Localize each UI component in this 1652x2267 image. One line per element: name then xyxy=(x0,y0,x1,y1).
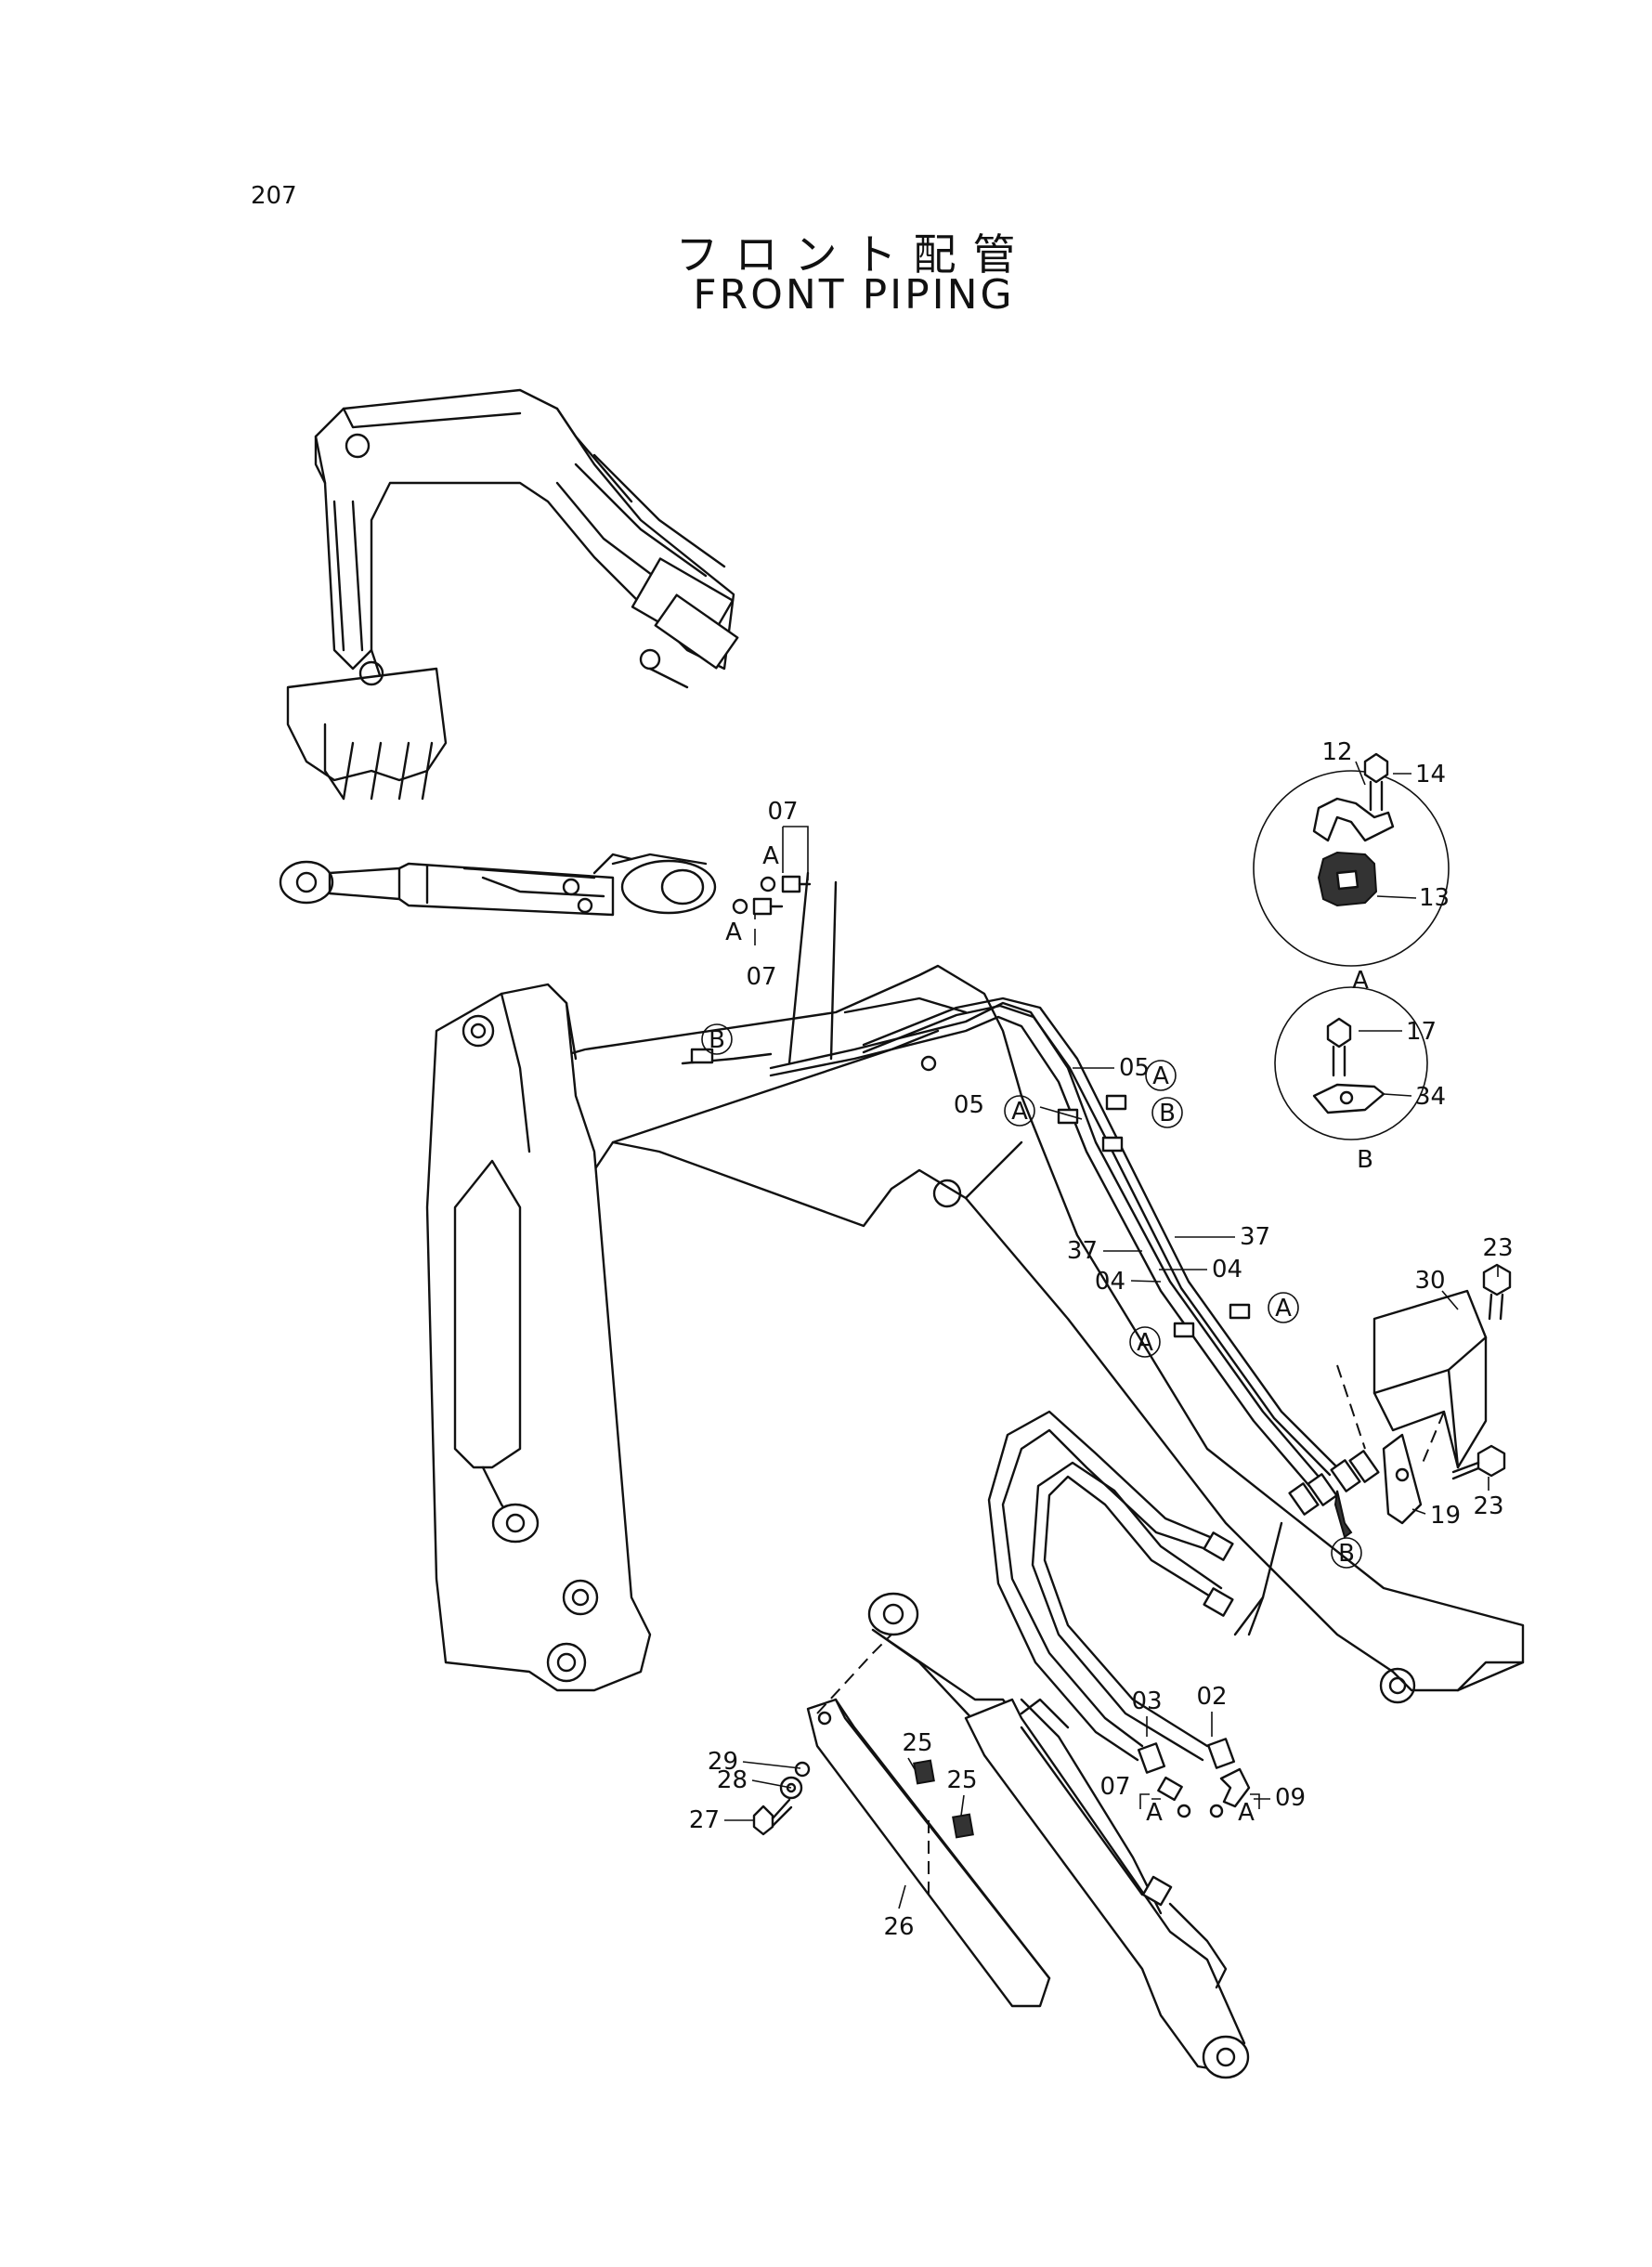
callout-03: 03 xyxy=(1131,1687,1162,1715)
callout-25: 25 xyxy=(902,1729,932,1757)
callout-29: 29 xyxy=(708,1748,738,1776)
bolt-23-upper xyxy=(1482,1263,1512,1321)
callout-17: 17 xyxy=(1406,1018,1437,1046)
part-callouts: 07 07 07 05 05 37 37 04 04 23 23 30 19 0… xyxy=(689,738,1514,1941)
callout-14: 14 xyxy=(1415,761,1446,788)
callout-34: 34 xyxy=(1415,1083,1446,1111)
arm-cylinder-drawing xyxy=(279,853,717,917)
callout-28: 28 xyxy=(717,1766,748,1794)
callout-04: 04 xyxy=(1212,1256,1242,1283)
callout-05: 05 xyxy=(1119,1054,1150,1082)
ref-marker-a: A xyxy=(1145,1060,1177,1091)
callout-07: 07 xyxy=(746,963,776,991)
block-25-a xyxy=(913,1759,935,1785)
reference-markers: B A A B A A B A A A A xyxy=(701,842,1362,1827)
callout-25: 25 xyxy=(946,1766,977,1794)
callout-19: 19 xyxy=(1430,1502,1461,1530)
block-25-b xyxy=(952,1813,974,1839)
detail-view-a xyxy=(1253,752,1450,967)
callout-23: 23 xyxy=(1473,1492,1503,1520)
leader-lines xyxy=(724,761,1499,1909)
ref-marker-b-label: B xyxy=(709,1026,725,1054)
bucket-cylinder-drawing xyxy=(867,1592,1250,2079)
ref-marker-b-label: B xyxy=(1159,1100,1176,1127)
fittings-07-09-lower xyxy=(1157,1767,1251,1818)
callout-27: 27 xyxy=(689,1806,720,1834)
callout-12: 12 xyxy=(1321,738,1352,766)
ref-marker-a: A xyxy=(1129,1326,1161,1358)
title-japanese: フロント配管 xyxy=(675,229,1033,280)
detail-view-a-label: A xyxy=(1352,967,1369,995)
ref-marker-a-label: A xyxy=(1152,1062,1169,1090)
fitting-07-upper xyxy=(760,875,812,893)
ref-marker-a-label: A xyxy=(1137,1329,1153,1357)
fitting-07-lower xyxy=(732,897,784,916)
ref-marker-b: B xyxy=(1331,1537,1362,1569)
cover-30 xyxy=(1336,1289,1488,1469)
hoses-02-03 xyxy=(987,1410,1283,1774)
ref-marker-b: B xyxy=(1151,1097,1183,1128)
excavator-overview-drawing xyxy=(286,388,739,801)
callout-37: 37 xyxy=(1067,1237,1098,1265)
fitting-ref-a: A xyxy=(1238,1799,1255,1827)
ref-marker-a-label: A xyxy=(1011,1098,1028,1126)
detail-view-b xyxy=(1274,986,1428,1140)
boom-drawing xyxy=(425,964,1525,1704)
bolt-23-lower xyxy=(1451,1444,1506,1480)
callout-23: 23 xyxy=(1482,1234,1513,1262)
ref-marker-b-label: B xyxy=(1338,1540,1355,1568)
hose-ends-19 xyxy=(1288,1433,1423,1539)
callout-30: 30 xyxy=(1414,1267,1445,1295)
callout-26: 26 xyxy=(883,1913,914,1941)
ref-marker-a-label: A xyxy=(1275,1295,1292,1322)
fitting-ref-a: A xyxy=(762,842,779,870)
callout-07: 07 xyxy=(1099,1773,1130,1801)
ref-marker-a: A xyxy=(1268,1292,1299,1323)
callout-02: 02 xyxy=(1196,1683,1227,1711)
boom-hoses xyxy=(681,871,1339,1488)
detail-view-b-label: B xyxy=(1357,1146,1373,1174)
callout-09: 09 xyxy=(1275,1784,1306,1812)
title-english: FRONT PIPING xyxy=(693,271,1015,319)
bolt-27-washers-28-29 xyxy=(752,1761,811,1836)
callout-37: 37 xyxy=(1240,1223,1270,1251)
ref-marker-a: A xyxy=(1004,1095,1035,1127)
guard-26 xyxy=(806,1634,1051,2008)
page-number: 207 xyxy=(251,182,297,210)
callout-05: 05 xyxy=(954,1091,984,1119)
callout-13: 13 xyxy=(1419,884,1450,912)
fitting-ref-a: A xyxy=(725,919,742,946)
ref-marker-b: B xyxy=(701,1023,733,1055)
callout-04: 04 xyxy=(1095,1268,1125,1296)
callout-07: 07 xyxy=(767,798,798,826)
fitting-ref-a: A xyxy=(1146,1799,1163,1827)
